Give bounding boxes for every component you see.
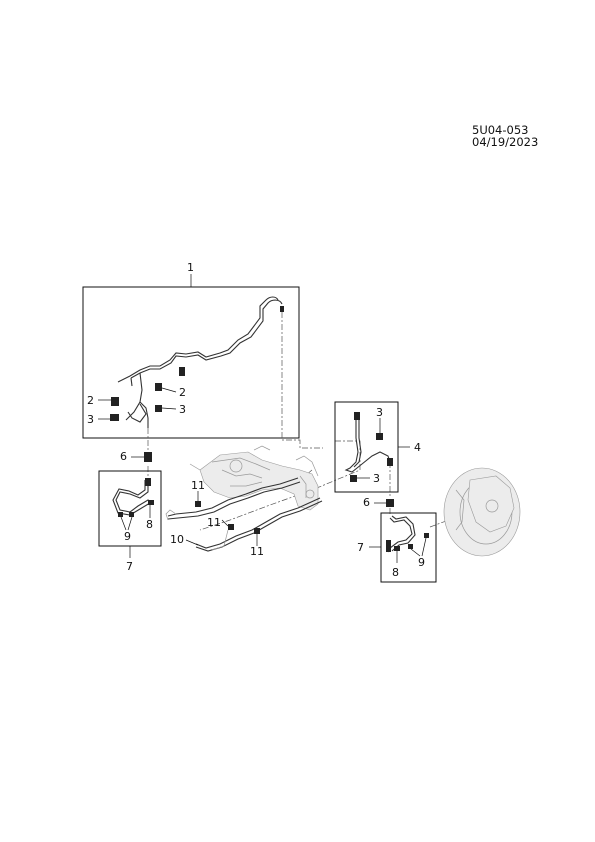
flex-hose-left-fitting <box>145 478 151 486</box>
cable-bracket-11-mid <box>228 524 234 530</box>
callout-11-top: 11 <box>191 479 205 492</box>
callout-1: 1 <box>187 261 194 274</box>
fitting-6-right <box>386 499 394 507</box>
callout-6-right: 6 <box>363 496 370 509</box>
callout-7-left: 7 <box>126 560 133 573</box>
clip-2-right <box>155 383 162 391</box>
flex-hose-right-fitting <box>386 540 391 552</box>
bolt-8-left <box>148 500 154 505</box>
callout-2-left: 2 <box>87 394 94 407</box>
callout-9-right: 9 <box>418 556 425 569</box>
callout-8-right: 8 <box>392 566 399 579</box>
drawing-reference: 5U04-053 04/19/2023 <box>472 123 539 149</box>
clip-3-right <box>155 405 162 412</box>
callout-3-right: 3 <box>179 403 186 416</box>
bolt-8-right <box>394 546 400 551</box>
cable-bracket-11-bottom <box>254 528 260 534</box>
callout-10: 10 <box>170 533 184 546</box>
crossover-fitting-end <box>387 458 393 466</box>
cable-bracket-11-top <box>195 501 201 507</box>
flex-hose-right <box>387 517 413 553</box>
clip-3-box4-top <box>376 433 383 440</box>
callout-2-right: 2 <box>179 386 186 399</box>
callout-3-left: 3 <box>87 413 94 426</box>
clip-3-left <box>110 414 119 421</box>
clip-3-box4-bottom <box>350 475 357 482</box>
callout-3-box4-bottom: 3 <box>373 472 380 485</box>
callout-3-box4-top: 3 <box>376 406 383 419</box>
parking-cable-lower <box>195 497 321 549</box>
fitting-6-left <box>144 452 152 462</box>
parking-cable-upper <box>167 477 299 517</box>
brake-line-main-parallel <box>130 299 283 379</box>
line-end-fitting <box>280 306 284 312</box>
brake-line-bracket <box>127 403 147 423</box>
callout-7-right: 7 <box>357 541 364 554</box>
callout-6-left: 6 <box>120 450 127 463</box>
washer-9-left <box>118 512 123 517</box>
flex-hose-left <box>115 480 153 513</box>
rear-subframe-ghost <box>189 445 319 511</box>
callout-11-bottom: 11 <box>250 545 264 558</box>
detail-box-4 <box>334 401 399 493</box>
routing-dash-1 <box>281 312 323 449</box>
callout-8-left: 8 <box>146 518 153 531</box>
clip-2-left <box>111 397 119 406</box>
brake-line-branch-2 <box>139 401 149 428</box>
washer-9-right <box>408 544 413 549</box>
brake-disc-ghost <box>443 467 521 557</box>
callout-4: 4 <box>414 441 421 454</box>
brake-line-main <box>117 296 279 383</box>
callout-9-left: 9 <box>124 530 131 543</box>
crossover-fitting-top <box>354 412 360 420</box>
clip-2-top <box>179 367 185 376</box>
detail-box-7-right <box>380 512 437 583</box>
callout-11-mid: 11 <box>207 516 221 529</box>
crossover-line <box>344 418 391 473</box>
